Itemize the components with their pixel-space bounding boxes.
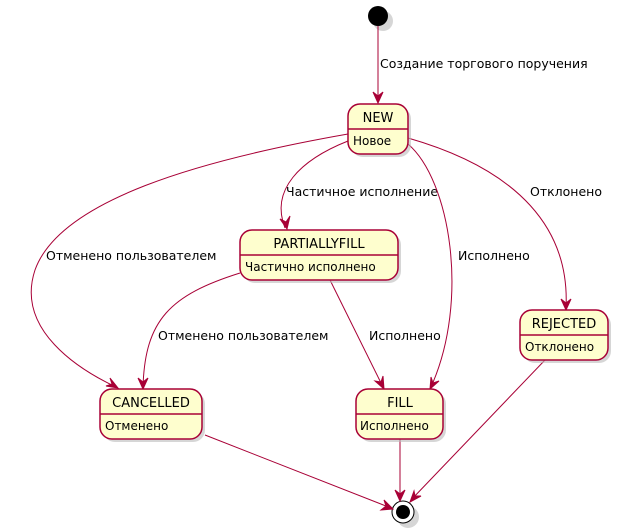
transition-partial-fill: Исполнено <box>329 279 441 391</box>
transition-fill-end <box>394 439 406 503</box>
transition-label: Отклонено <box>530 184 602 199</box>
state-description: Исполнено <box>360 419 429 433</box>
state-fill[interactable]: FILL Исполнено <box>355 388 446 442</box>
transition-rejected-end <box>409 359 546 504</box>
transition-cancelled-end <box>204 434 395 511</box>
state-partiallyfill[interactable]: PARTIALLYFILL Частично исполнено <box>239 229 401 283</box>
state-description: Новое <box>353 134 391 148</box>
transition-start-new: Создание торгового поручения <box>372 26 588 105</box>
transition-label: Исполнено <box>458 248 530 263</box>
transition-new-fill: Исполнено <box>407 143 530 391</box>
transition-new-rejected: Отклонено <box>407 137 602 312</box>
transition-new-partial: Частичное исполнение <box>279 140 438 231</box>
state-name: REJECTED <box>532 317 597 332</box>
initial-state <box>368 6 388 26</box>
transition-new-cancelled: Отменено пользователем <box>30 133 349 389</box>
transition-partial-cancelled: Отменено пользователем <box>137 272 328 391</box>
state-name: FILL <box>387 396 414 411</box>
transition-label: Отменено пользователем <box>158 328 328 343</box>
state-description: Частично исполнено <box>245 260 376 274</box>
final-state <box>391 500 419 528</box>
transition-label: Отменено пользователем <box>46 248 216 263</box>
state-cancelled[interactable]: CANCELLED Отменено <box>99 388 205 442</box>
state-name: NEW <box>363 111 394 126</box>
state-description: Отменено <box>105 419 168 433</box>
state-rejected[interactable]: REJECTED Отклонено <box>519 309 611 363</box>
state-new[interactable]: NEW Новое <box>347 103 411 157</box>
state-description: Отклонено <box>525 340 594 354</box>
transition-label: Создание торгового поручения <box>380 56 588 71</box>
state-name: CANCELLED <box>112 396 190 411</box>
transition-label: Частичное исполнение <box>286 184 438 199</box>
state-name: PARTIALLYFILL <box>273 237 365 252</box>
transition-label: Исполнено <box>369 328 441 343</box>
